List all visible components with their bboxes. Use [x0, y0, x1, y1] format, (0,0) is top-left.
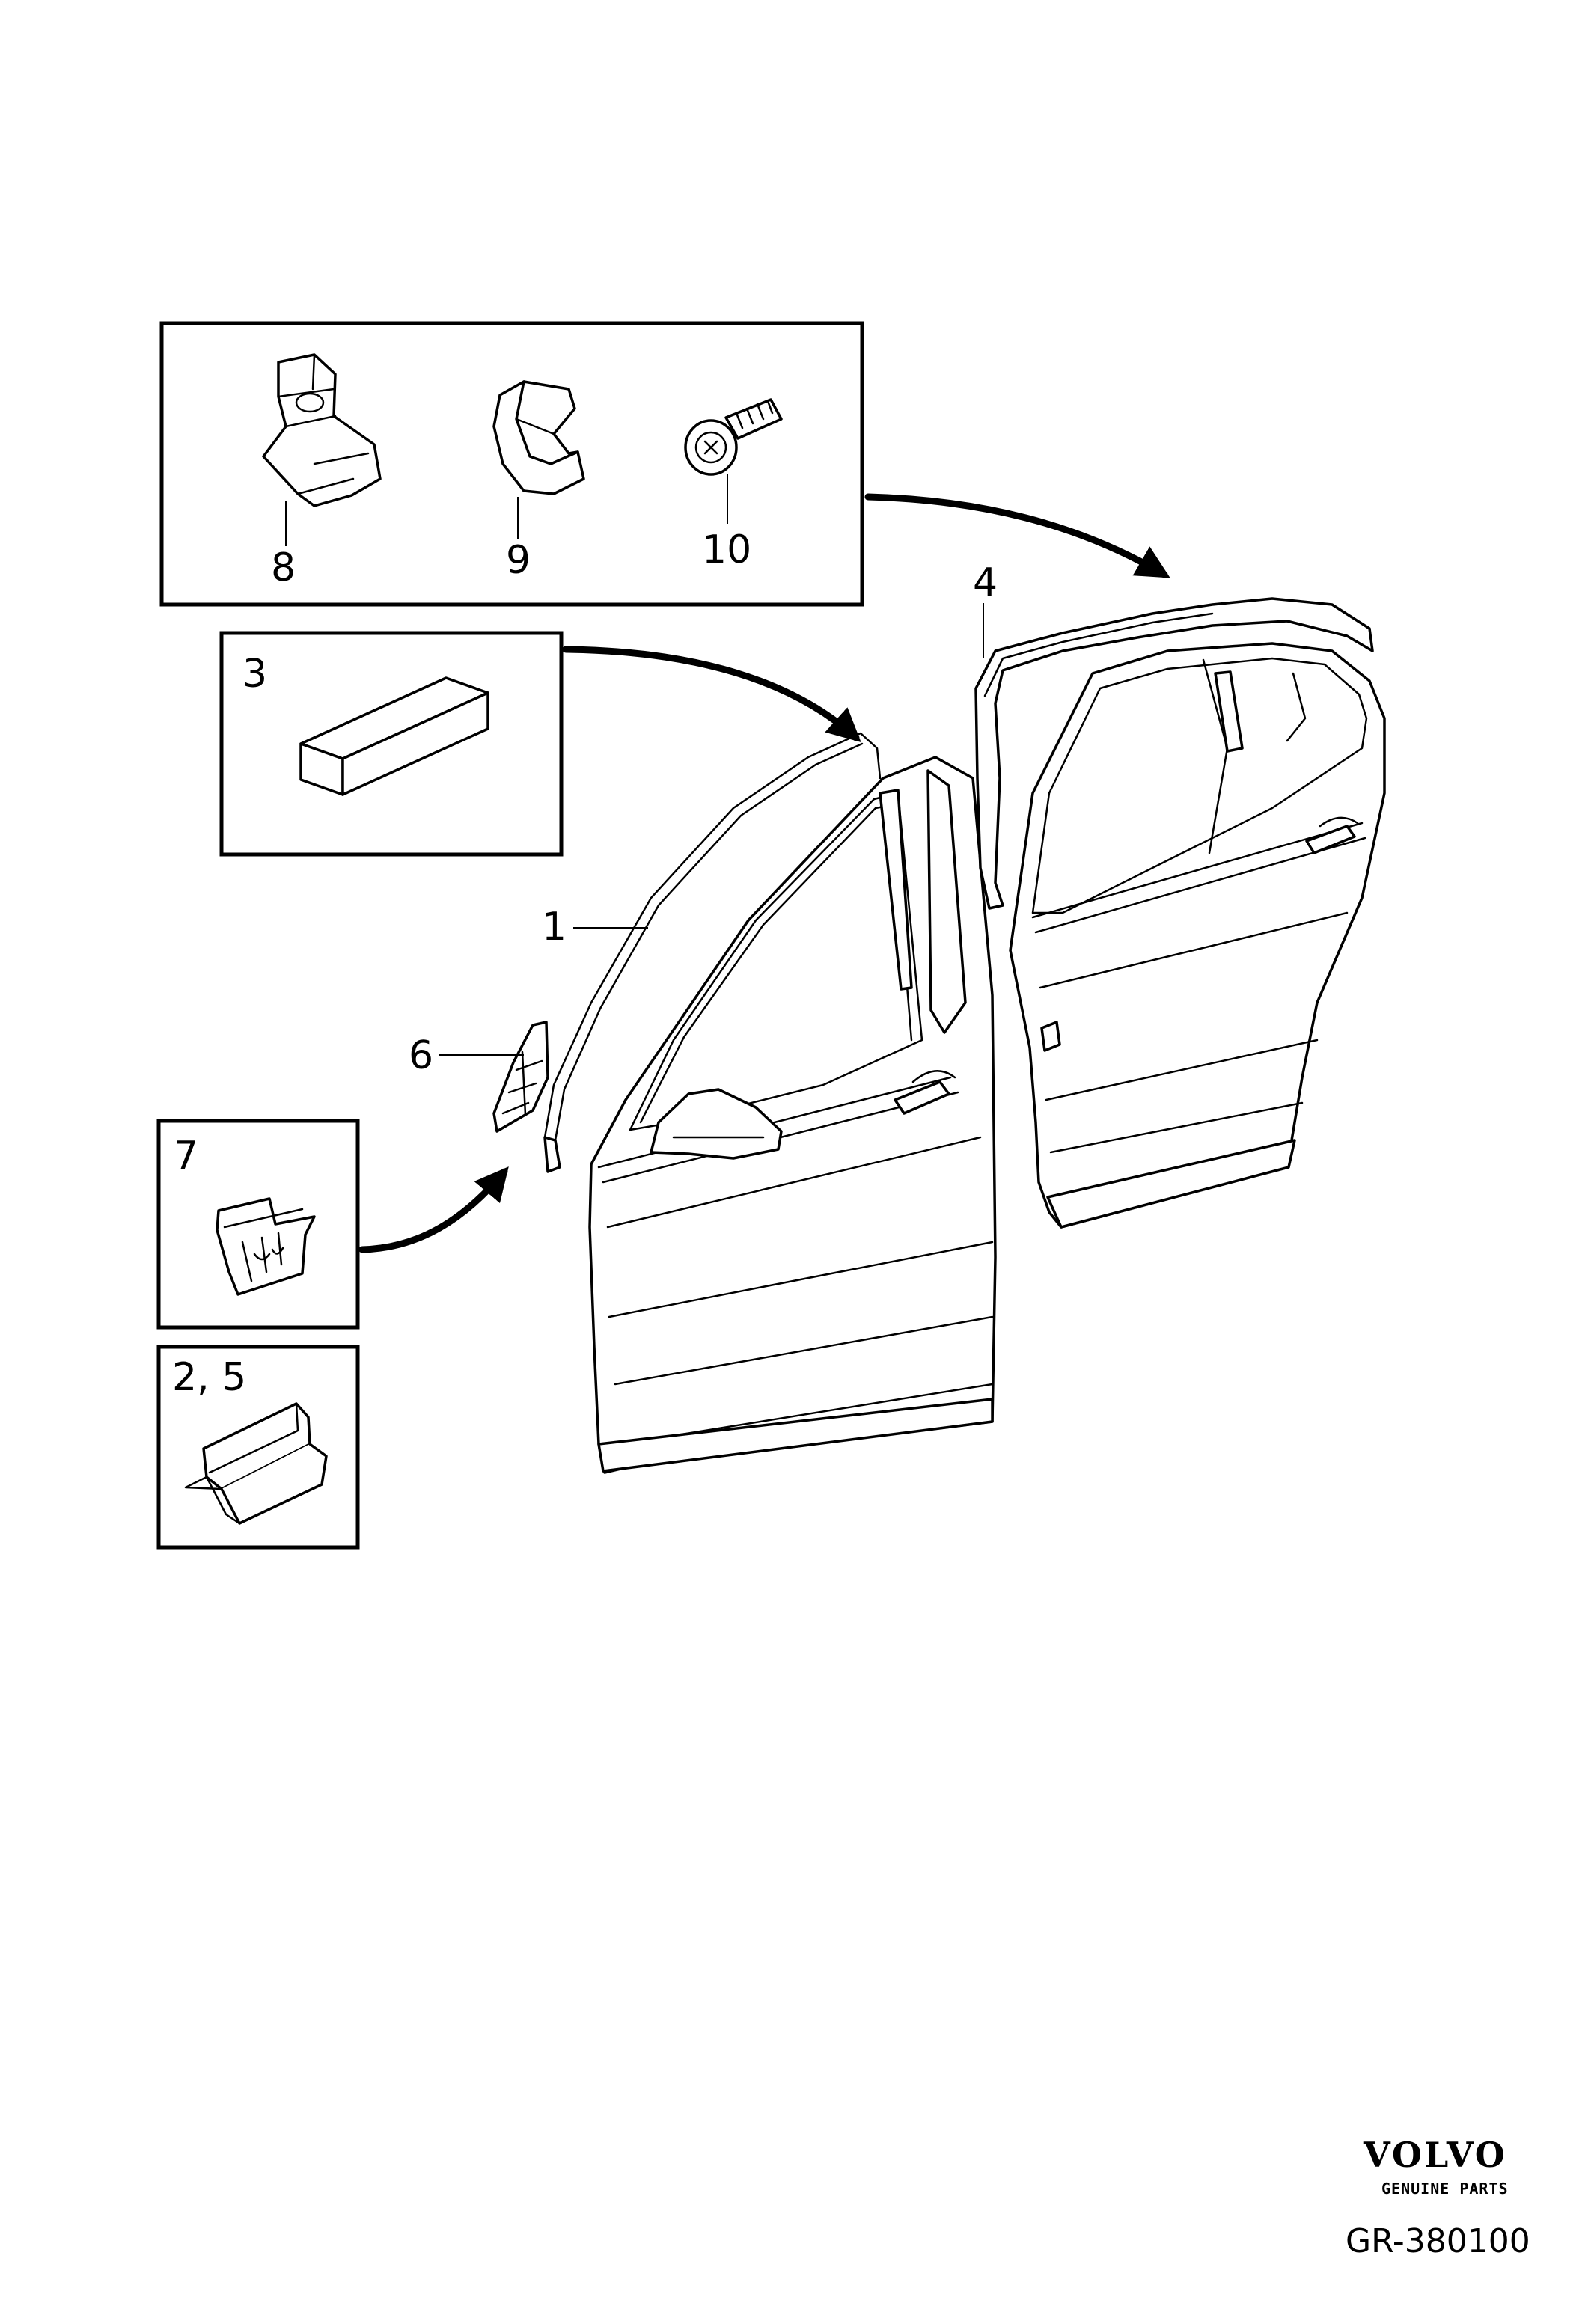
- arrow-to-rear-door: [864, 493, 1170, 578]
- clip-part-8[interactable]: [262, 353, 382, 507]
- callout-4: 4: [973, 560, 998, 605]
- callout-10: 10: [702, 528, 751, 572]
- brand-tagline: GENUINE PARTS: [1381, 2180, 1509, 2198]
- diagram-code: GR-380100: [1346, 2222, 1530, 2260]
- callout-2-5: 2, 5: [172, 1355, 246, 1400]
- volvo-genuine-parts-logo: VOLVO GENUINE PARTS: [1363, 2135, 1509, 2198]
- brand-name: VOLVO: [1363, 2135, 1507, 2175]
- pad-detail-box: 3: [219, 631, 564, 857]
- callout-8: 8: [271, 545, 296, 590]
- weatherstrip-part-4[interactable]: [974, 597, 1374, 910]
- callout-7: 7: [174, 1134, 198, 1178]
- bracket-part-9[interactable]: [492, 380, 585, 495]
- mirror-trim-part-6[interactable]: [492, 1021, 549, 1133]
- screw-part-10[interactable]: [684, 398, 783, 476]
- rear-door[interactable]: [1009, 642, 1386, 1229]
- arrow-to-part-6: [358, 1166, 509, 1253]
- arrow-to-front-strip: [562, 646, 861, 743]
- fastener-detail-box: 8 9 10: [159, 321, 864, 607]
- seal-clip-detail-box: 2, 5: [156, 1345, 360, 1550]
- clip-detail-box: 7: [156, 1119, 360, 1330]
- callout-9: 9: [506, 538, 531, 583]
- callout-6: 6: [409, 1033, 433, 1078]
- adhesive-pad-part-3[interactable]: [299, 676, 489, 796]
- callout-1: 1: [542, 905, 567, 950]
- clip-part-7[interactable]: [216, 1197, 316, 1296]
- callout-3: 3: [242, 652, 267, 697]
- seal-clip-part-2-5[interactable]: [184, 1402, 328, 1525]
- front-door[interactable]: [588, 756, 997, 1474]
- weatherstrip-part-1[interactable]: [543, 732, 882, 1173]
